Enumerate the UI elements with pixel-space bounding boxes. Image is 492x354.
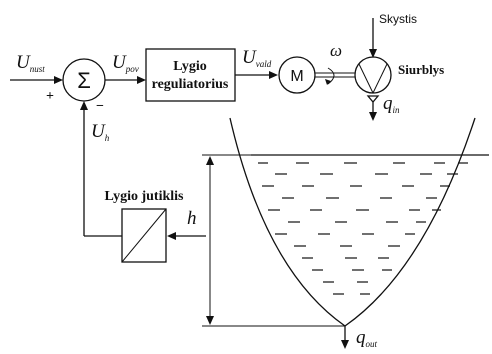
u-pov-main: U [112,52,127,73]
q-out-label: qout [356,327,378,349]
motor-label: M [290,68,303,85]
u-vald-arrowhead [269,71,278,79]
pump-wedge-left [358,63,374,94]
sensor-diagonal [121,208,167,263]
h-input-arrowhead [167,232,176,240]
u-h-label: Uh [91,121,110,143]
regulator-label-line1: Lygio [173,59,206,74]
level-dim-arrow-top [206,156,214,165]
u-vald-main: U [242,47,257,68]
rotation-arrowhead [325,79,331,85]
u-vald-sub: vald [256,59,272,69]
feedback-arrowhead [80,101,88,110]
liquid-label: Skystis [379,12,417,26]
liquid-body [258,162,468,295]
regulator-block [145,48,236,102]
pump-wedge-right [372,63,388,94]
h-label: h [187,208,197,229]
q-in-arrowhead [369,112,377,121]
u-pov-sub: pov [125,64,139,74]
pump-outlet-triangle [366,95,380,104]
rotation-arrow [327,67,335,85]
level-dim-arrow-bottom [206,316,214,325]
u-pov-label: Upov [112,52,139,74]
q-out-main: q [356,327,366,348]
regulator-label-line2: reguliatorius [152,77,229,92]
q-in-main: q [383,93,393,114]
u-nust-main: U [16,52,31,73]
q-in-label: qin [383,93,400,115]
u-vald-label: Uvald [242,47,272,69]
u-nust-sub: nust [30,64,46,74]
input-arrowhead [54,76,63,84]
pump-label: Siurblys [398,62,444,77]
motor-circle [278,56,316,94]
plus-sign: + [46,89,54,104]
tank-wall [229,117,476,327]
u-pov-arrowhead [137,76,146,84]
sigma-symbol: Σ [77,68,91,93]
q-out-arrowhead [341,340,349,349]
u-h-main: U [91,121,106,142]
q-out-sub: out [366,339,378,349]
omega-label: ω [330,41,342,60]
sensor-label: Lygio jutiklis [105,189,185,204]
minus-sign: − [96,99,104,114]
liquid-inlet-arrowhead [369,49,377,58]
u-h-sub: h [105,133,110,143]
q-in-sub: in [393,105,401,115]
u-nust-label: Unust [16,52,45,74]
pump-circle [354,56,392,94]
